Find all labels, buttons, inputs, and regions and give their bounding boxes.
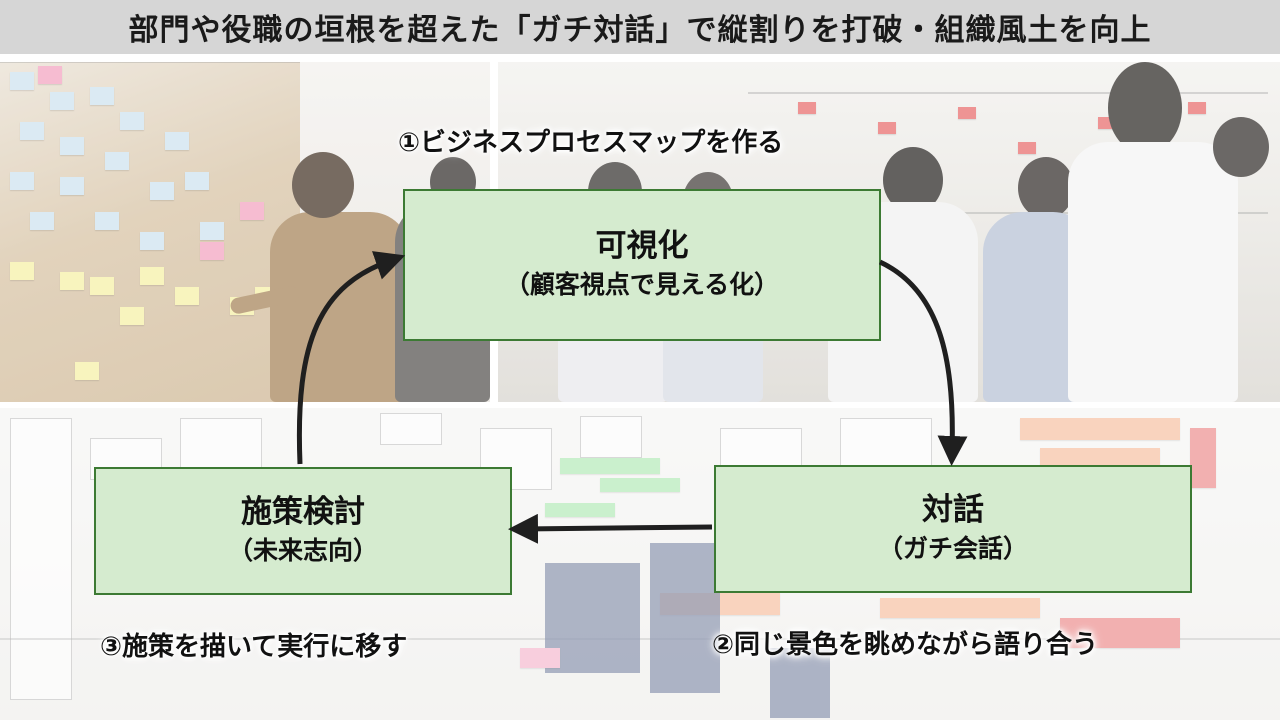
box-visualize-subtitle: （顧客視点で見える化）: [504, 270, 780, 300]
step-1-label: ①ビジネスプロセスマップを作る: [398, 128, 784, 158]
page-title: 部門や役職の垣根を超えた「ガチ対話」で縦割りを打破・組織風土を向上: [0, 0, 1280, 54]
step-3-label: ③施策を描いて実行に移す: [100, 632, 408, 662]
box-measures-subtitle: （未来志向）: [227, 536, 378, 566]
box-visualize: 可視化 （顧客視点で見える化）: [403, 189, 881, 341]
step-2-label: ②同じ景色を眺めながら語り合う: [712, 630, 1099, 660]
box-measures: 施策検討 （未来志向）: [94, 467, 512, 595]
box-dialogue-subtitle: （ガチ会話）: [877, 534, 1028, 564]
box-measures-title: 施策検討: [241, 494, 365, 531]
box-visualize-title: 可視化: [595, 228, 689, 265]
box-dialogue: 対話 （ガチ会話）: [714, 465, 1192, 593]
box-dialogue-title: 対話: [922, 492, 984, 529]
